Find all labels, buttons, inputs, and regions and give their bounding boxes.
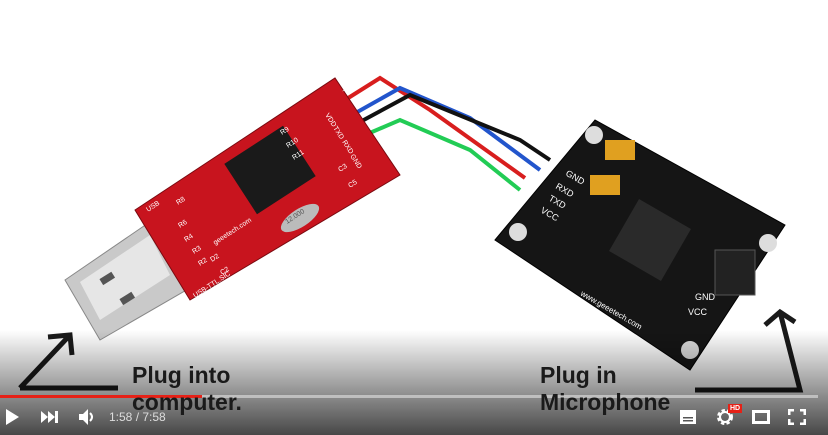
board-label: C3 <box>337 163 348 174</box>
play-icon <box>6 409 19 425</box>
hd-badge: HD <box>728 404 743 413</box>
caption-line: Plug into <box>132 362 231 388</box>
board-label: R4 <box>183 233 194 244</box>
board-label: R6 <box>177 219 188 230</box>
time-display: 1:58 / 7:58 <box>109 410 166 424</box>
subtitles-icon <box>680 410 696 424</box>
theater-mode-button[interactable] <box>748 402 774 432</box>
fullscreen-button[interactable] <box>784 402 810 432</box>
next-icon <box>41 411 58 423</box>
board-label: C5 <box>347 179 358 190</box>
volume-icon <box>79 409 93 425</box>
board-label: R8 <box>175 196 186 207</box>
board-label: D2 <box>209 253 220 264</box>
board-label: R9 <box>279 126 290 137</box>
caption-line: Plug in <box>540 362 617 388</box>
next-button[interactable] <box>38 402 62 432</box>
captions-button[interactable] <box>676 402 700 432</box>
board-label: R2 <box>197 257 208 268</box>
fullscreen-icon <box>788 409 806 425</box>
voice-module-board: GND RXD TXD VCC GND VCC www.geeetech.com <box>494 119 786 371</box>
usb-ttl-board: USB TTL VDD TXD RXD GND R8 R6 R4 R3 R2 D… <box>134 77 401 301</box>
mic-pin-label: VCC <box>688 307 708 317</box>
arrow-left-icon <box>18 332 118 391</box>
board-label: C2 <box>219 266 230 277</box>
board-label: R3 <box>191 245 202 256</box>
wires <box>343 75 552 192</box>
play-button[interactable] <box>0 402 24 432</box>
theater-icon <box>752 410 770 424</box>
volume-button[interactable] <box>74 402 98 432</box>
mic-pin-label: GND <box>695 292 716 302</box>
player-controls: 1:58 / 7:58 <box>0 402 828 435</box>
progress-bar[interactable] <box>0 395 818 398</box>
